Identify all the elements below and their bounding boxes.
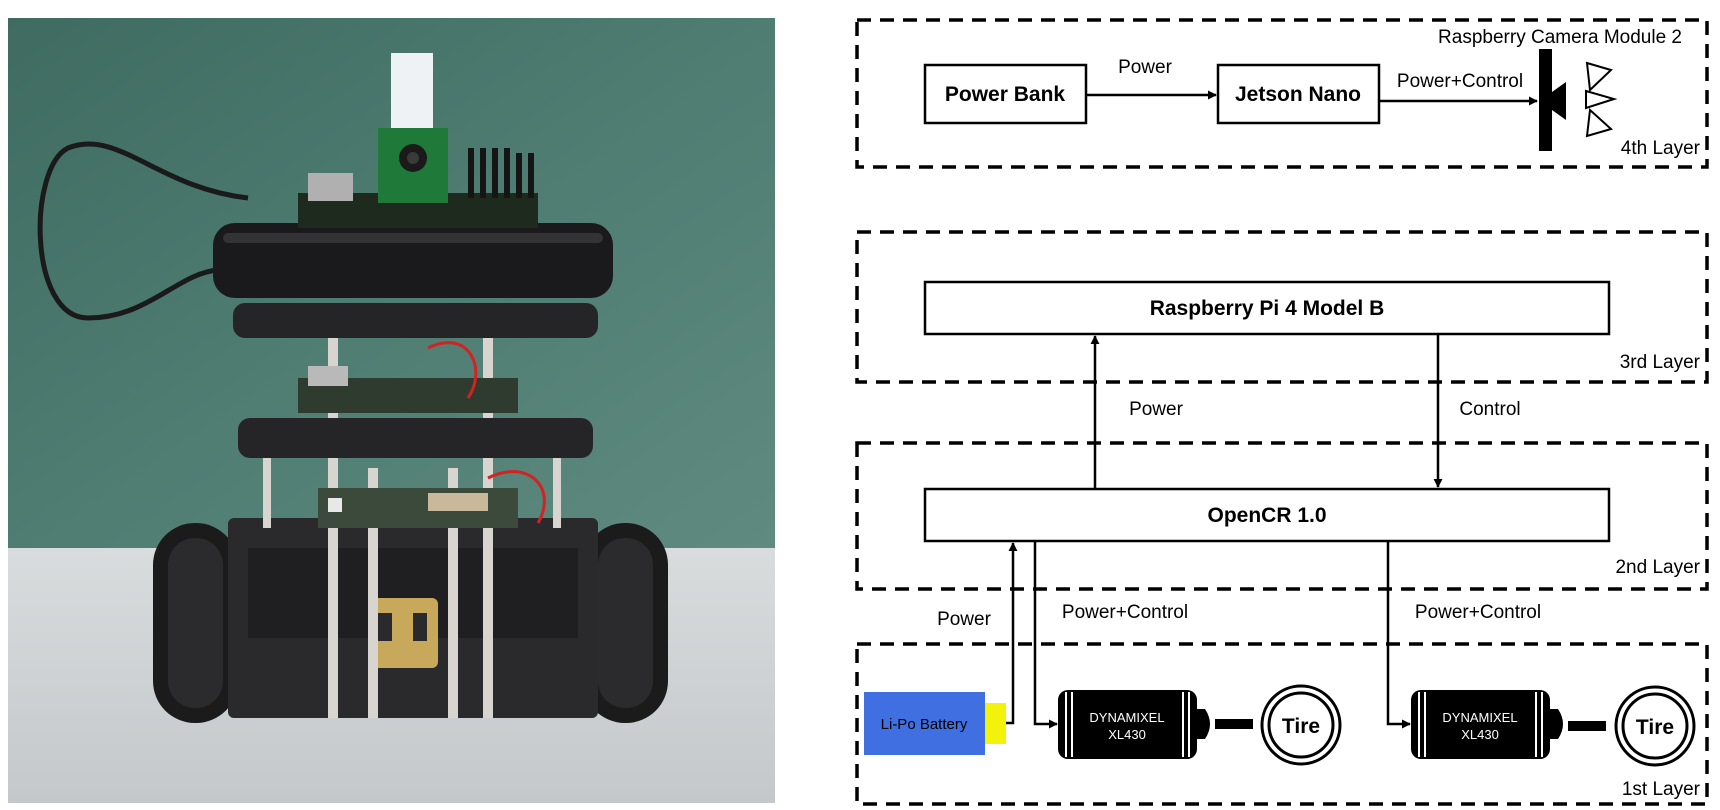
tire-right-icon: [1614, 685, 1696, 767]
battery-to-opencr-arrow: [1006, 542, 1018, 725]
tire-left-icon: [1260, 684, 1342, 766]
battery-to-opencr-label: Power: [937, 609, 992, 630]
opencr-to-motor-right-label: Power+Control: [1415, 602, 1541, 623]
motor-left-label-line1: DYNAMIXEL: [1089, 710, 1164, 725]
layer-1-frame: [855, 642, 1709, 806]
right-wheel: [583, 523, 668, 723]
opencr-label: OpenCR 1.0: [1207, 504, 1326, 527]
tire-left-label: Tire: [1282, 715, 1320, 738]
camera-label: Raspberry Camera Module 2: [1438, 27, 1682, 48]
motor-right-icon: [1411, 690, 1606, 759]
raspberry-pi-label: Raspberry Pi 4 Model B: [1150, 297, 1385, 320]
opencr-to-motor-left-arrow: [1033, 541, 1058, 729]
opencr-to-motor-right-arrow: [1386, 541, 1411, 729]
motor-left-icon: [1058, 690, 1253, 759]
pi-to-opencr-label: Control: [1459, 399, 1520, 420]
layer-3-label: 3rd Layer: [1620, 352, 1701, 373]
lipo-battery-label: Li-Po Battery: [881, 716, 968, 733]
robot-photo: [8, 18, 775, 803]
lipo-battery-block: [864, 692, 985, 755]
system-block-diagram: 4th Layer 3rd Layer 2nd Layer 1st Layer …: [855, 18, 1709, 806]
raspberry-pi-block: [923, 280, 1611, 336]
layer-4-frame: [855, 18, 1709, 169]
layer-plate-2: [238, 418, 593, 458]
layer-4-label: 4th Layer: [1621, 138, 1701, 159]
jetson-to-camera-label: Power+Control: [1397, 71, 1523, 92]
layer-plate-3: [233, 303, 598, 338]
motor-right-label-line2: XL430: [1461, 727, 1499, 742]
motor-right-label-line1: DYNAMIXEL: [1442, 710, 1517, 725]
motor-left-label-line2: XL430: [1108, 727, 1146, 742]
tire-right-label: Tire: [1636, 716, 1674, 739]
opencr-to-pi-label: Power: [1129, 399, 1184, 420]
power-bank-label: Power Bank: [945, 83, 1066, 106]
layer-2-frame: [855, 441, 1709, 591]
usb-cable: [37, 141, 249, 321]
bank-to-jetson-label: Power: [1118, 57, 1173, 78]
jetson-nano-label: Jetson Nano: [1235, 83, 1361, 106]
camera-icon: [1539, 49, 1618, 151]
power-bank-block: [923, 63, 1088, 125]
layer-2-label: 2nd Layer: [1615, 557, 1700, 578]
layer-1-label: 1st Layer: [1622, 779, 1701, 800]
battery-terminal: [985, 703, 1006, 744]
jetson-nano-block: [1216, 63, 1381, 125]
opencr-to-motor-left-label: Power+Control: [1062, 602, 1188, 623]
left-wheel: [153, 523, 238, 723]
layer-3-frame: [855, 230, 1709, 384]
opencr-block: [923, 487, 1611, 543]
